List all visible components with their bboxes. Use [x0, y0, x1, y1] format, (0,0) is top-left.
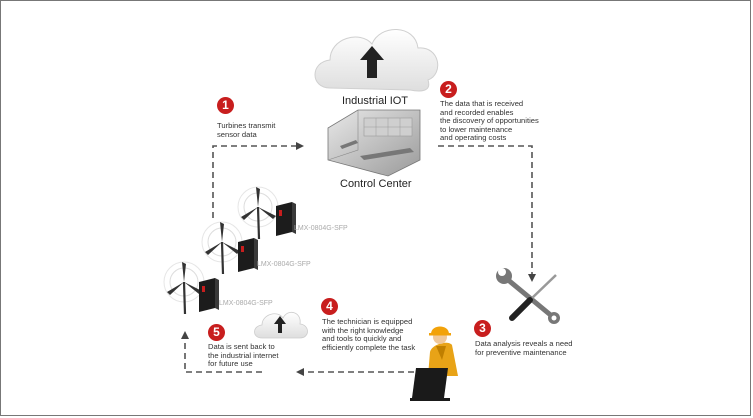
- flow-arrows: [181, 142, 536, 376]
- arrow-step5: [181, 331, 262, 373]
- step-2-badge: 2: [440, 81, 457, 98]
- control-center-label: Control Center: [340, 178, 412, 190]
- wind-turbine-icon-2: [201, 221, 243, 275]
- step-4-badge: 4: [321, 298, 338, 315]
- network-switch-icon-2: [238, 238, 258, 272]
- step-3-text: Data analysis reveals a need for prevent…: [475, 339, 573, 357]
- wind-turbine-icon-3: [163, 261, 205, 315]
- cloud-label: Industrial IOT: [342, 95, 409, 107]
- upload-arrow-icon: [360, 46, 384, 78]
- small-cloud-icon: [254, 311, 308, 339]
- cloud-icon: [314, 29, 439, 92]
- step-4-text: The technician is equipped with the righ…: [322, 317, 416, 352]
- device-model-label-3: LMX-0804G-SFP: [219, 300, 273, 307]
- step-1-text: Turbines transmit sensor data: [217, 121, 276, 139]
- tools-icon: [496, 268, 560, 324]
- device-model-label-2: LMX-0804G-SFP: [257, 261, 311, 268]
- wind-turbine-icon-1: [237, 186, 279, 240]
- control-room-icon: [327, 109, 421, 177]
- arrow-step1: [212, 142, 304, 218]
- device-model-label-1: LMX-0804G-SFP: [294, 225, 348, 232]
- step-3-badge: 3: [474, 320, 491, 337]
- arrow-step2: [438, 145, 536, 282]
- step-1-badge: 1: [217, 97, 234, 114]
- step-5-badge: 5: [208, 324, 225, 341]
- network-switch-icon-3: [199, 278, 219, 312]
- step-5-text: Data is sent back to the industrial inte…: [208, 342, 279, 369]
- network-switch-icon-1: [276, 202, 296, 236]
- step-2-text: The data that is received and recorded e…: [440, 99, 539, 143]
- technician-icon: [410, 326, 458, 401]
